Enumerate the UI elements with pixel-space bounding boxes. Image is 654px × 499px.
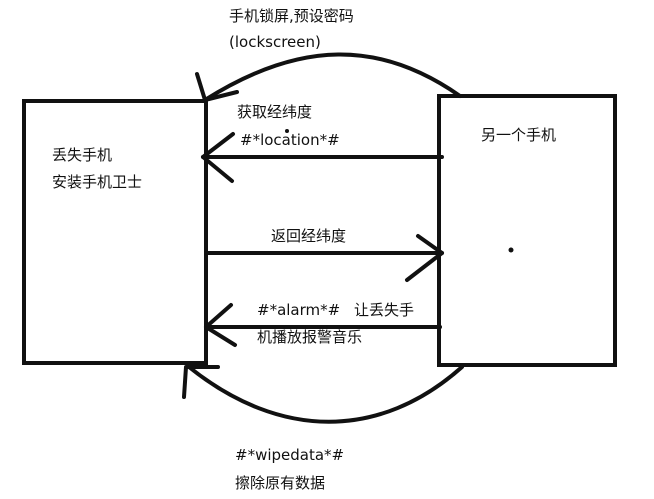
- lost-phone-box: [22, 99, 208, 365]
- wipedata-label-2: 擦除原有数据: [235, 474, 326, 492]
- alarm-code-label: #*alarm*#: [257, 301, 341, 319]
- alarm-text-label: 让丢失手: [354, 301, 415, 319]
- location-label-2: #*location*#: [240, 131, 340, 149]
- lockscreen-label-1: 手机锁屏,预设密码: [229, 7, 354, 25]
- alarm-arrowhead: [204, 303, 237, 347]
- wipedata-curve: [187, 365, 464, 424]
- location-arrowhead: [201, 132, 235, 183]
- return-coords-label: 返回经纬度: [271, 227, 347, 245]
- lockscreen-curve: [203, 52, 462, 102]
- lost-phone-label-1: 丢失手机: [52, 146, 113, 164]
- wipedata-arrowhead: [182, 365, 220, 399]
- other-phone-box: [437, 94, 617, 367]
- other-phone-label: 另一个手机: [481, 126, 557, 144]
- wipedata-label-1: #*wipedata*#: [235, 446, 345, 464]
- stray-dot: [285, 129, 289, 133]
- alarm-label-2: 机播放报警音乐: [257, 328, 363, 346]
- lockscreen-arrowhead: [195, 72, 239, 102]
- stray-dot: [508, 247, 514, 253]
- lockscreen-label-2: (lockscreen): [229, 33, 321, 51]
- return-arrowhead: [405, 234, 444, 282]
- lost-phone-label-2: 安装手机卫士: [52, 173, 143, 191]
- location-label-1: 获取经纬度: [237, 103, 313, 121]
